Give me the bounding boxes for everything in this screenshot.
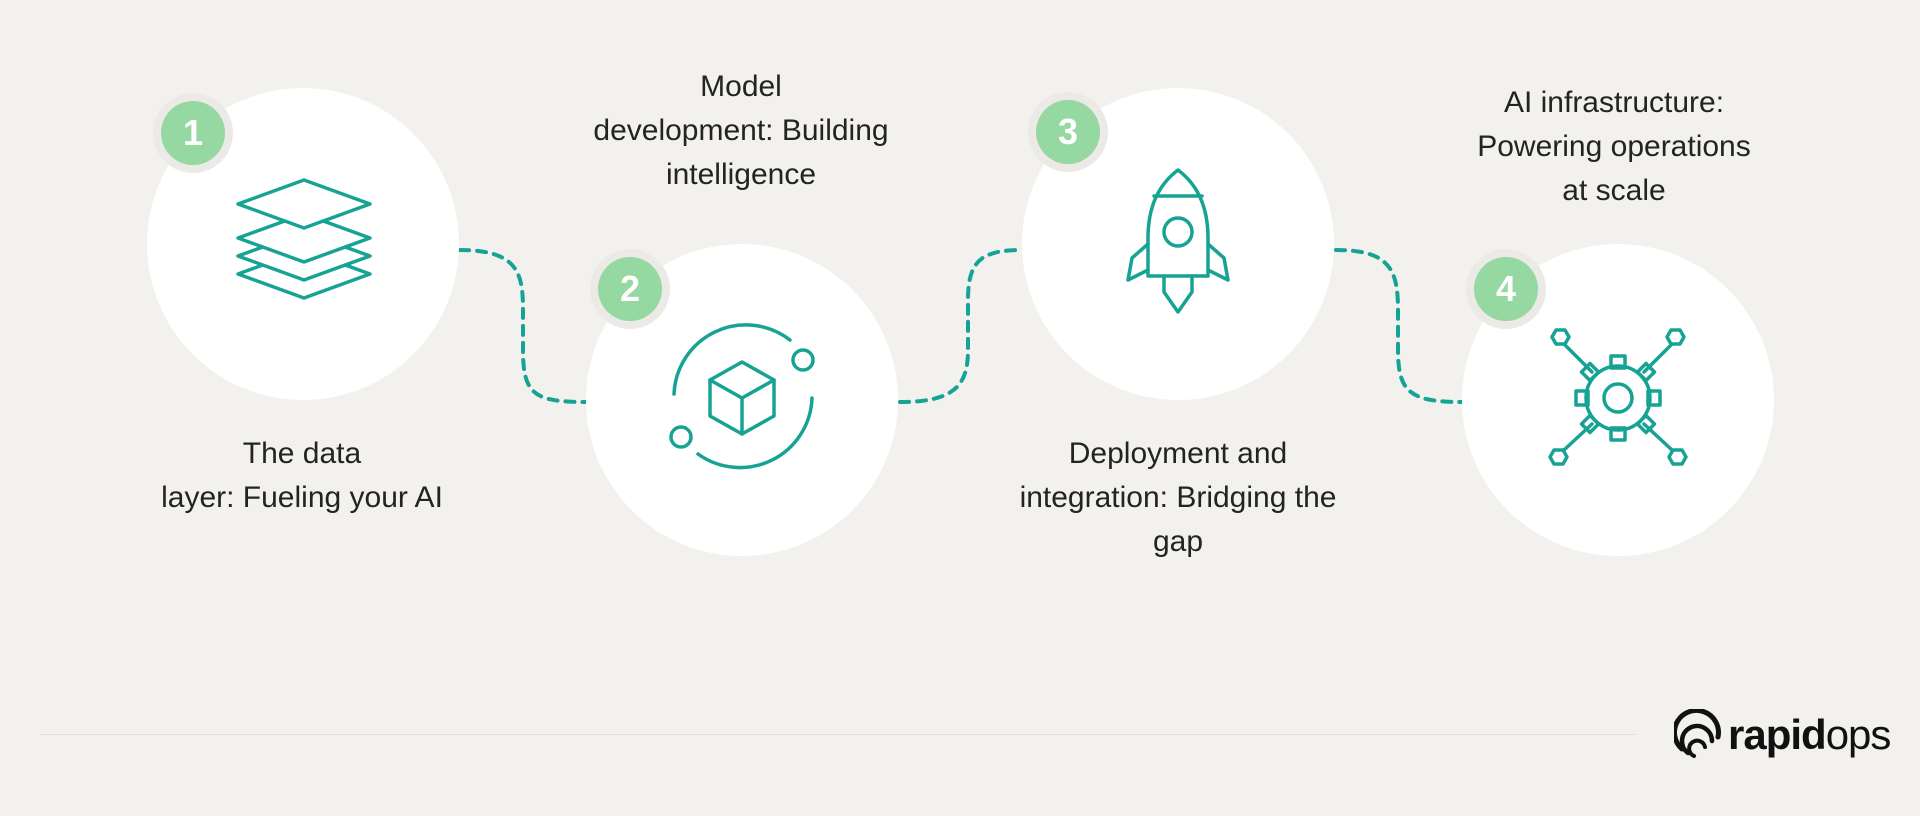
step-2-label-line: intelligence: [665, 158, 817, 191]
step-1-label-line: layer: Fueling your AI: [161, 481, 443, 514]
step-2-label: Model development: Building intelligence: [561, 65, 921, 197]
gear-network-icon: [1548, 328, 1688, 466]
step-2-label-line: Model: [700, 70, 782, 103]
step-3-label-line: integration: Bridging the: [1019, 481, 1337, 514]
step-3-label-line: gap: [1152, 525, 1204, 558]
connector-3-4: [1334, 248, 1464, 404]
step-1-label: The data layer: Fueling your AI: [122, 432, 482, 520]
step-2-label-line: development: Building: [593, 114, 889, 147]
connector-2-3: [898, 248, 1024, 404]
step-3-label: Deployment and integration: Bridging the…: [998, 432, 1358, 564]
stacked-layers-icon: [236, 178, 372, 300]
step-1-badge: 1: [161, 101, 225, 165]
step-1-label-line: The data: [242, 437, 362, 470]
brand-name-light: ops: [1825, 711, 1892, 758]
step-3-label-line: Deployment and: [1068, 437, 1288, 470]
step-2-badge: 2: [598, 257, 662, 321]
step-4-label-line: at scale: [1562, 174, 1666, 207]
step-4-label: AI infrastructure: Powering operations a…: [1434, 81, 1794, 213]
footer-divider: [40, 734, 1635, 735]
rocket-icon: [1126, 168, 1230, 314]
rapidops-logo-mark-icon: [1674, 709, 1721, 758]
connector-1-2: [458, 248, 588, 404]
brand-name: rapidops: [1728, 711, 1892, 759]
step-3-badge: 3: [1036, 100, 1100, 164]
step-4-label-line: Powering operations: [1477, 130, 1751, 163]
cube-cycle-icon: [669, 323, 815, 470]
step-4-badge: 4: [1474, 257, 1538, 321]
brand-logo: rapidops: [1674, 708, 1892, 762]
brand-name-bold: rapid: [1728, 711, 1827, 758]
step-4-label-line: AI infrastructure:: [1503, 86, 1725, 119]
